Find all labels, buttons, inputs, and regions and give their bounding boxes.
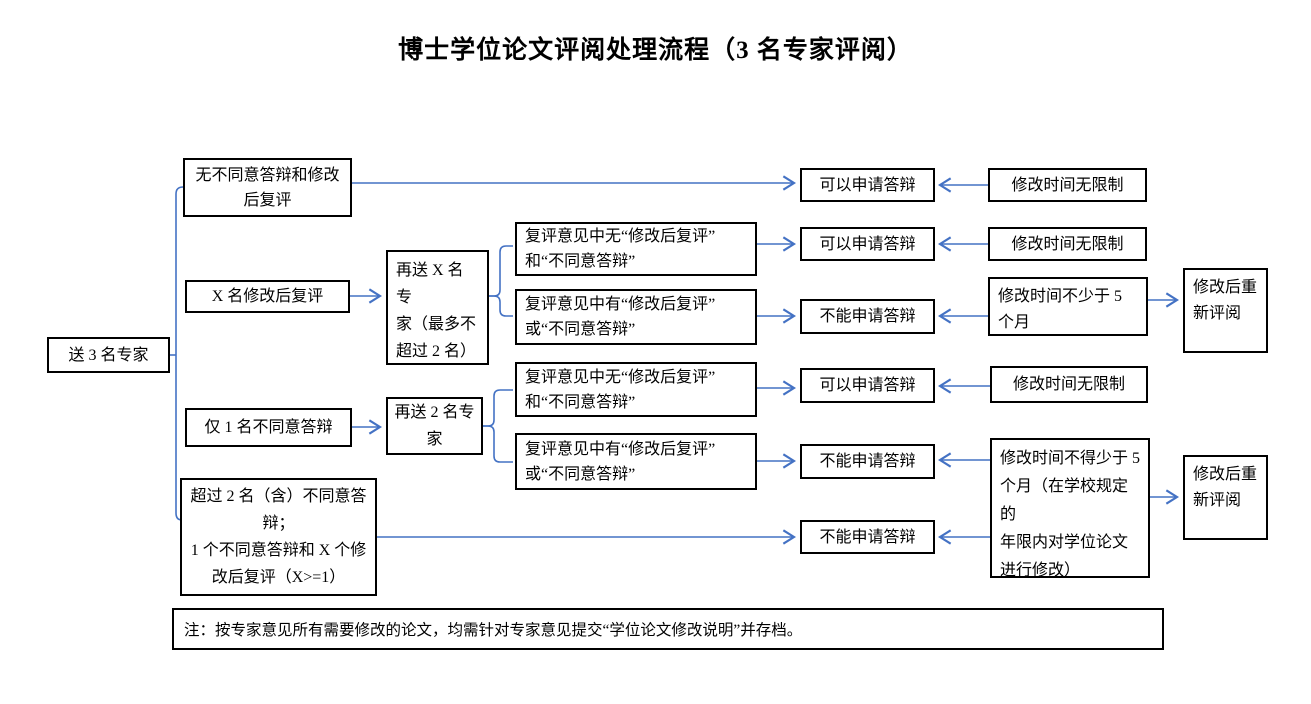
box-min-5-months-limit: 修改时间不得少于 5 个月（在学校规定的 年限内对学位论文 进行修改） <box>990 438 1150 579</box>
footnote: 注：按专家意见所有需要修改的论文，均需针对专家意见提交“学位论文修改说明”并存档… <box>172 608 1164 650</box>
box-review1-has: 复评意见中有“修改后复评” 或“不同意答辩” <box>515 289 757 345</box>
box-cannot-defend-3: 不能申请答辩 <box>800 520 935 554</box>
box-only-1-disagree: 仅 1 名不同意答辩 <box>185 408 352 447</box>
box-rereview-2: 修改后重 新评阅 <box>1183 455 1268 540</box>
box-resend-x-experts: 再送 X 名专 家（最多不 超过 2 名） <box>386 250 489 365</box>
box-min-5-months: 修改时间不少于 5 个月 <box>988 277 1148 336</box>
box-can-defend-1: 可以申请答辩 <box>800 168 935 202</box>
box-over-2-disagree: 超过 2 名（含）不同意答 辩； 1 个不同意答辩和 X 个修 改后复评（X>=… <box>180 478 377 596</box>
box-send-3-experts: 送 3 名专家 <box>47 337 170 373</box>
box-no-disagree: 无不同意答辩和修改 后复评 <box>183 158 352 217</box>
box-x-revise: X 名修改后复评 <box>185 280 350 313</box>
box-no-time-limit-1: 修改时间无限制 <box>988 168 1147 202</box>
brace-resend2-down <box>483 425 513 463</box>
box-review2-none: 复评意见中无“修改后复评” 和“不同意答辩” <box>515 362 757 417</box>
box-cannot-defend-2: 不能申请答辩 <box>800 444 935 479</box>
brace-resend2-up <box>483 389 513 427</box>
box-no-time-limit-3: 修改时间无限制 <box>990 366 1148 403</box>
box-can-defend-3: 可以申请答辩 <box>800 368 935 403</box>
box-resend-2-experts: 再送 2 名专 家 <box>386 397 483 455</box>
box-no-time-limit-2: 修改时间无限制 <box>988 227 1147 261</box>
box-cannot-defend-1: 不能申请答辩 <box>800 299 935 334</box>
box-rereview-1: 修改后重 新评阅 <box>1183 268 1268 353</box>
box-review2-has: 复评意见中有“修改后复评” 或“不同意答辩” <box>515 433 757 490</box>
box-review1-none: 复评意见中无“修改后复评” 和“不同意答辩” <box>515 222 757 276</box>
box-can-defend-2: 可以申请答辩 <box>800 227 935 261</box>
brace-resendx-up <box>489 245 513 297</box>
brace-resendx-down <box>489 295 513 317</box>
page-title: 博士学位论文评阅处理流程（3 名专家评阅） <box>398 37 913 64</box>
bracket-main-spine <box>175 186 184 521</box>
